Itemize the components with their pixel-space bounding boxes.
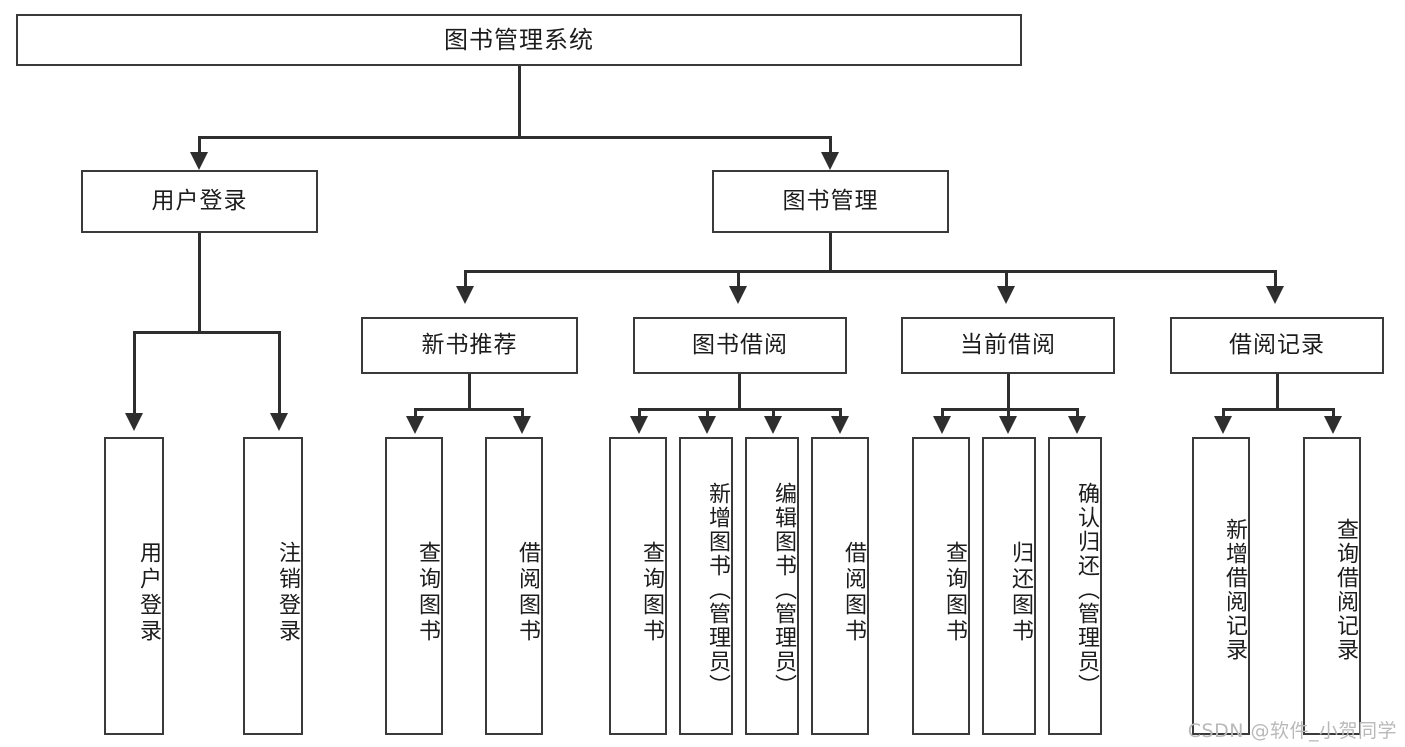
arrow-to-leaf-query-record: [1324, 416, 1342, 434]
connector-new-book-rec-drop-2: [521, 408, 524, 420]
arrow-to-leaf-query-book-3: [933, 416, 951, 434]
csdn-watermark: CSDN @软件_小贺同学: [1187, 720, 1397, 742]
connector-current-borrow-drop-2: [1007, 408, 1010, 420]
arrow-to-leaf-query-book-2: [630, 416, 648, 434]
connector-book-borrow-drop-2: [706, 408, 709, 420]
leaf-query-book-2[interactable]: 查询图书: [609, 437, 667, 735]
arrow-to-leaf-add-record: [1214, 416, 1232, 434]
node-book-borrow[interactable]: 图书借阅: [633, 317, 847, 374]
leaf-borrow-book-1[interactable]: 借阅图书: [485, 437, 543, 735]
arrow-to-borrow-record: [1266, 286, 1284, 304]
node-user-login[interactable]: 用户登录: [81, 170, 318, 233]
connector-book-borrow-drop-1: [638, 408, 641, 420]
connector-level2-drop-right: [829, 136, 832, 158]
connector-current-borrow-bus: [941, 408, 1079, 411]
connector-book-borrow-stem: [738, 374, 741, 410]
arrow-to-leaf-borrow-book-2: [831, 416, 849, 434]
connector-book-borrow-bus: [638, 408, 842, 411]
arrow-to-leaf-return-book: [999, 416, 1017, 434]
arrow-to-current-borrow: [997, 286, 1015, 304]
arrow-to-book-manage: [821, 152, 839, 170]
arrow-to-leaf-borrow-book-1: [513, 416, 531, 434]
connector-current-borrow-drop-3: [1076, 408, 1079, 420]
arrow-to-book-borrow: [729, 286, 747, 304]
leaf-add-book[interactable]: 新增图书（管理员）: [679, 437, 733, 735]
leaf-query-book-3[interactable]: 查询图书: [912, 437, 970, 735]
arrow-to-new-book-rec: [456, 286, 474, 304]
leaf-user-login[interactable]: 用户登录: [104, 437, 164, 735]
connector-user-login-bus: [133, 331, 281, 334]
connector-level3-drop-3: [1005, 270, 1008, 290]
connector-borrow-record-drop-2: [1332, 408, 1335, 420]
arrow-to-leaf-user-login: [125, 413, 143, 431]
leaf-confirm-return[interactable]: 确认归还（管理员）: [1048, 437, 1102, 735]
leaf-query-record[interactable]: 查询借阅记录: [1303, 437, 1361, 735]
node-book-manage[interactable]: 图书管理: [712, 170, 949, 233]
connector-new-book-rec-drop-1: [414, 408, 417, 420]
connector-level2-drop-left: [198, 136, 201, 158]
connector-level2-bus: [198, 136, 830, 139]
leaf-user-logout[interactable]: 注销登录: [243, 437, 303, 735]
connector-current-borrow-drop-1: [941, 408, 944, 420]
connector-book-borrow-drop-3: [772, 408, 775, 420]
connector-book-manage-stem: [829, 233, 832, 272]
connector-level3-drop-2: [737, 270, 740, 290]
arrow-to-leaf-add-book: [698, 416, 716, 434]
connector-new-book-rec-stem: [468, 374, 471, 410]
connector-current-borrow-stem: [1007, 374, 1010, 410]
leaf-query-book-1[interactable]: 查询图书: [385, 437, 443, 735]
connector-level3-drop-1: [464, 270, 467, 290]
connector-borrow-record-bus: [1222, 408, 1335, 411]
leaf-return-book[interactable]: 归还图书: [982, 437, 1036, 735]
leaf-edit-book[interactable]: 编辑图书（管理员）: [745, 437, 799, 735]
connector-user-login-drop-1: [133, 331, 136, 419]
connector-borrow-record-stem: [1276, 374, 1279, 410]
arrow-to-leaf-query-book-1: [406, 416, 424, 434]
connector-root-stem: [518, 66, 521, 138]
arrow-to-leaf-confirm-return: [1068, 416, 1086, 434]
leaf-add-record[interactable]: 新增借阅记录: [1192, 437, 1250, 735]
node-borrow-record[interactable]: 借阅记录: [1170, 317, 1384, 374]
node-current-borrow[interactable]: 当前借阅: [901, 317, 1115, 374]
connector-new-book-rec-bus: [414, 408, 524, 411]
connector-user-login-stem: [198, 233, 201, 333]
connector-user-login-drop-2: [278, 331, 281, 419]
arrow-to-leaf-user-logout: [270, 413, 288, 431]
leaf-borrow-book-2[interactable]: 借阅图书: [811, 437, 869, 735]
node-new-book-rec[interactable]: 新书推荐: [361, 317, 578, 374]
connector-level3-drop-4: [1274, 270, 1277, 290]
node-root-system[interactable]: 图书管理系统: [16, 14, 1022, 66]
connector-level3-bus: [464, 270, 1277, 273]
arrow-to-leaf-edit-book: [764, 416, 782, 434]
connector-borrow-record-drop-1: [1222, 408, 1225, 420]
arrow-to-user-login: [190, 152, 208, 170]
connector-book-borrow-drop-4: [839, 408, 842, 420]
